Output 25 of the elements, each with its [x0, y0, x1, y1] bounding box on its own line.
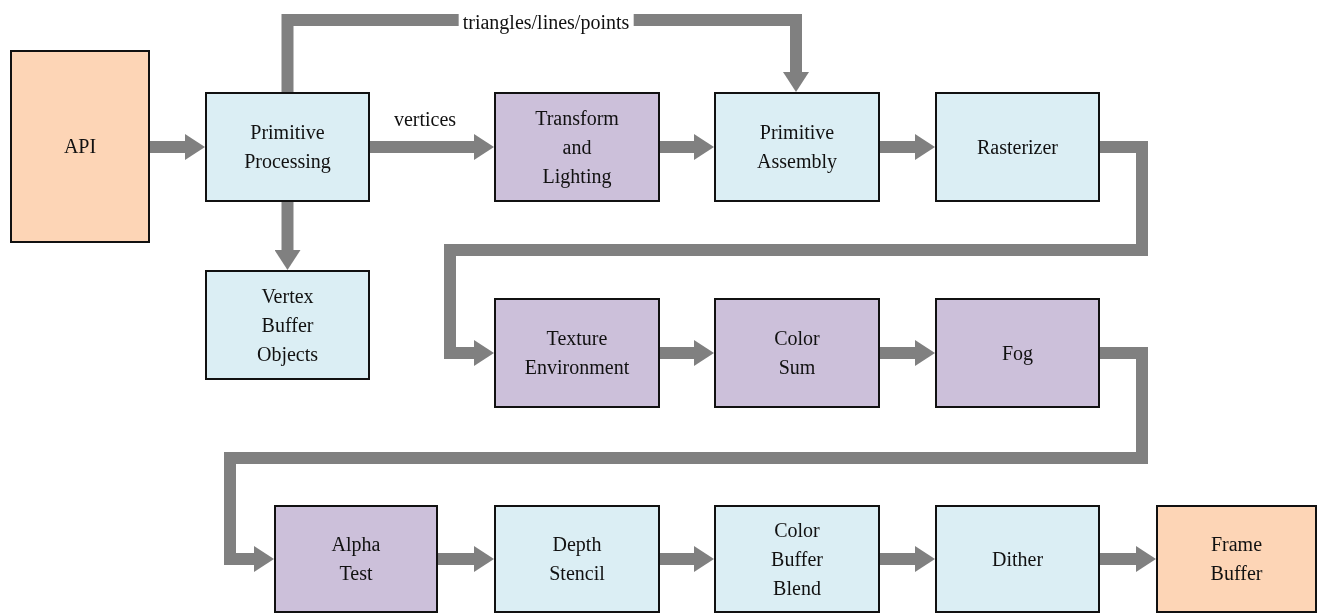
- arrow: [660, 134, 714, 160]
- arrow: [274, 202, 301, 270]
- process-box: Transform and Lighting: [494, 92, 660, 202]
- process-box: Dither: [935, 505, 1100, 613]
- arrow: [880, 340, 935, 366]
- process-box: API: [10, 50, 150, 243]
- process-box: Vertex Buffer Objects: [205, 270, 370, 380]
- arrow: [660, 340, 714, 366]
- process-box: Fog: [935, 298, 1100, 408]
- process-box: Alpha Test: [274, 505, 438, 613]
- arrow: [880, 546, 935, 572]
- process-box: Depth Stencil: [494, 505, 660, 613]
- arrow: [880, 134, 935, 160]
- process-box: Color Buffer Blend: [714, 505, 880, 613]
- arrow: [438, 546, 494, 572]
- arrow: [660, 546, 714, 572]
- arrow: [370, 134, 494, 160]
- process-box: Rasterizer: [935, 92, 1100, 202]
- process-box: Primitive Processing: [205, 92, 370, 202]
- process-box: Color Sum: [714, 298, 880, 408]
- arrow: [1100, 546, 1156, 572]
- arrow: [150, 134, 205, 160]
- process-box: Frame Buffer: [1156, 505, 1317, 613]
- process-box: Texture Environment: [494, 298, 660, 408]
- process-box: Primitive Assembly: [714, 92, 880, 202]
